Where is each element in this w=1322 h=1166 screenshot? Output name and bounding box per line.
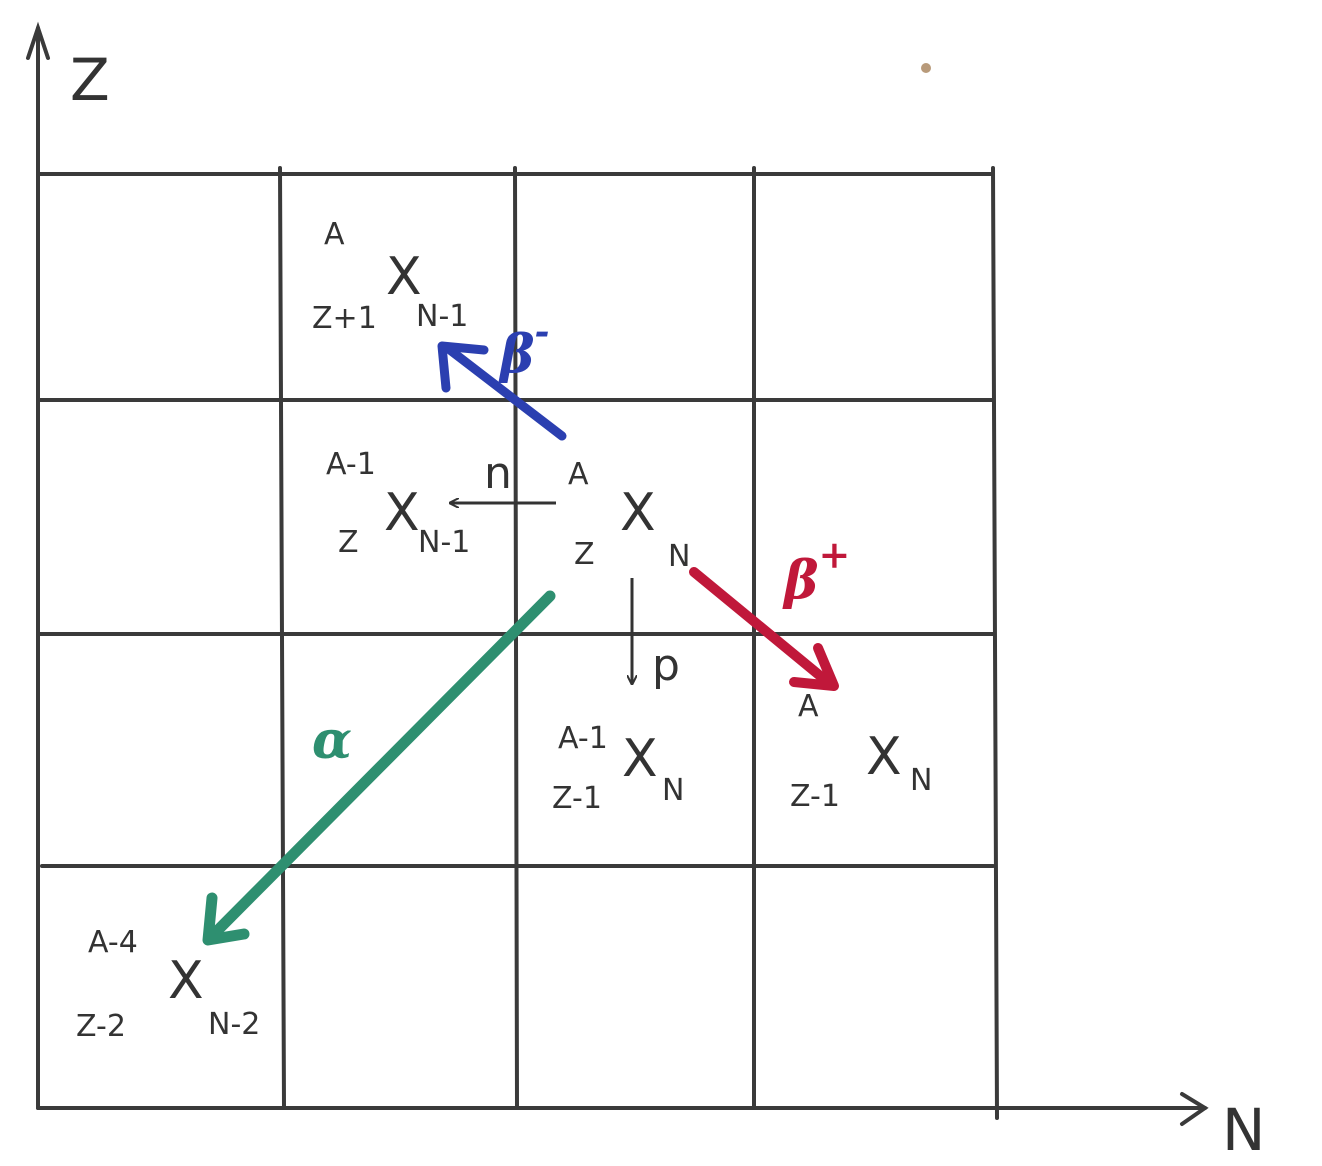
grid-vertical-line — [991, 166, 999, 1120]
alpha-symbol: X — [168, 951, 204, 1011]
beta-minus-symbol: X — [386, 247, 422, 307]
beta-minus-charge: Z+1 — [312, 301, 377, 336]
ink-dot — [921, 63, 931, 73]
neutron-symbol: X — [384, 483, 420, 543]
alpha-neutrons: N-2 — [208, 1007, 260, 1042]
nuclide-parent: A Z X N — [568, 457, 690, 574]
beta-plus-charge: Z-1 — [790, 779, 840, 814]
z-axis-label: Z — [70, 46, 110, 114]
beta-plus-arrowhead — [789, 643, 839, 691]
beta-plus-neutrons: N — [910, 763, 932, 798]
nuclide-alpha: A-4 Z-2 X N-2 — [76, 925, 260, 1044]
nuclide-neutron-emission: A-1 Z X N-1 — [326, 447, 470, 560]
parent-neutrons: N — [668, 539, 690, 574]
alpha-label: α — [312, 710, 352, 771]
n-axis-arrowhead — [1180, 1092, 1209, 1126]
beta-minus-arrowhead — [437, 341, 489, 393]
beta-plus-symbol: X — [866, 727, 902, 787]
proton-neutrons: N — [662, 773, 684, 808]
neutron-label: n — [484, 448, 512, 499]
nuclide-beta-plus: A Z-1 X N — [790, 689, 932, 814]
arrow-labels: β- β+ α n p — [312, 311, 850, 771]
arrows — [202, 341, 839, 946]
parent-symbol: X — [620, 483, 656, 543]
beta-minus-mass: A — [324, 217, 345, 252]
neutron-mass: A-1 — [326, 447, 376, 482]
beta-minus-neutrons: N-1 — [416, 299, 468, 334]
beta-minus-arrow-shaft — [445, 345, 567, 441]
neutron-neutrons: N-1 — [418, 525, 470, 560]
proton-charge: Z-1 — [552, 781, 602, 816]
alpha-arrow-shaft — [206, 590, 556, 942]
alpha-arrowhead — [202, 892, 250, 946]
grid-vertical-line — [278, 166, 286, 1110]
nuclide-proton-emission: A-1 Z-1 X N — [552, 721, 684, 816]
alpha-charge: Z-2 — [76, 1009, 126, 1044]
proton-symbol: X — [622, 729, 658, 789]
beta-plus-mass: A — [798, 689, 819, 724]
beta-plus-arrow-shaft — [689, 567, 835, 689]
nuclide-beta-minus: A Z+1 X N-1 — [312, 217, 468, 336]
n-axis-label: N — [1222, 1096, 1265, 1164]
beta-minus-label: β- — [498, 311, 549, 385]
proton-mass: A-1 — [558, 721, 608, 756]
z-axis-arrowhead — [26, 21, 50, 60]
beta-plus-label: β+ — [782, 532, 850, 611]
alpha-mass: A-4 — [88, 925, 138, 960]
proton-label: p — [652, 640, 680, 691]
parent-mass: A — [568, 457, 589, 492]
neutron-charge: Z — [338, 525, 359, 560]
parent-charge: Z — [574, 537, 595, 572]
axes: Z N — [26, 21, 1265, 1164]
